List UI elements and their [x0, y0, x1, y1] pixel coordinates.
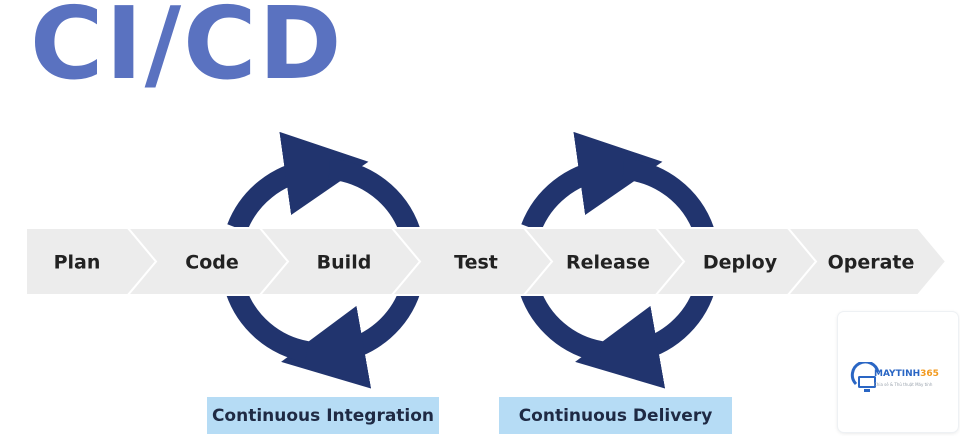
stage-label-code: Code: [185, 252, 238, 274]
stage-label-release: Release: [566, 252, 650, 274]
stage-label-test: Test: [454, 252, 498, 274]
stage-label-build: Build: [317, 252, 372, 274]
computer-logo-icon: [850, 362, 880, 392]
stage-chevrons: Plan Code Build Test Release Deploy Operate: [25, 227, 948, 296]
cd-arc-top-left: [521, 131, 663, 233]
ci-arc-top-left: [227, 131, 369, 233]
maytinh365-logo-card: MAYTINH365 Chia sẻ & Thủ thuật Máy tính: [838, 312, 958, 432]
ci-arc-bottom-left: [226, 287, 310, 362]
stage-label-deploy: Deploy: [703, 252, 778, 274]
cd-arc-top-right: [622, 158, 714, 235]
stage-label-plan: Plan: [54, 252, 101, 274]
ci-arc-top-right: [328, 158, 420, 235]
page-title: CI/CD: [30, 0, 344, 102]
stage-label-operate: Operate: [828, 252, 915, 274]
logo-tagline: Chia sẻ & Thủ thuật Máy tính: [874, 382, 933, 387]
cycle-arcs: [226, 131, 715, 389]
continuous-integration-label: Continuous Integration: [207, 397, 439, 434]
stage-chevron-operate: [785, 227, 948, 296]
logo-name: MAYTINH365: [874, 369, 939, 379]
continuous-delivery-label: Continuous Delivery: [499, 397, 732, 434]
cd-arc-bottom-left: [520, 287, 604, 362]
ci-arc-bottom-right: [281, 285, 421, 389]
cd-arc-bottom-right: [575, 285, 715, 389]
